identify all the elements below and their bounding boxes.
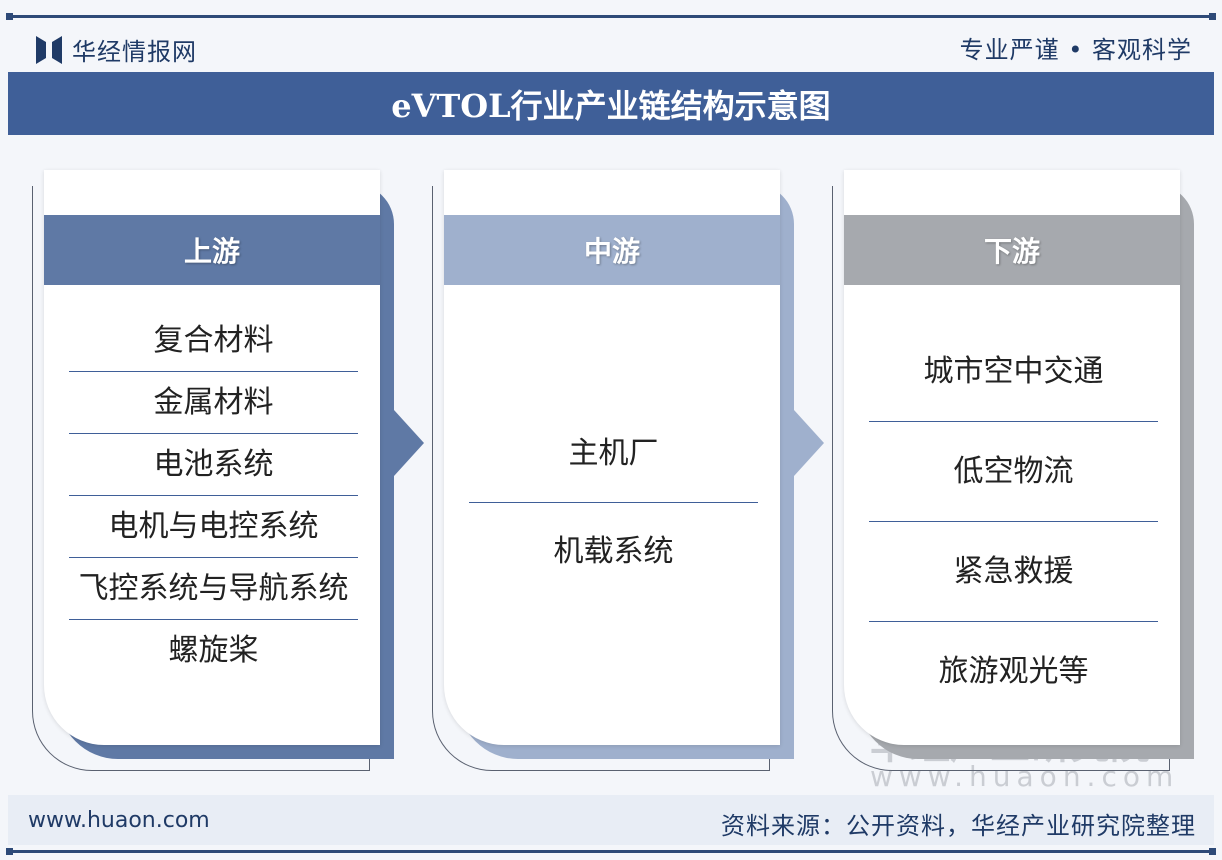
list-item: 旅游观光等 (938, 654, 1089, 689)
flow-arrow-icon (394, 410, 424, 476)
slogan: 专业严谨 • 客观科学 (959, 36, 1192, 64)
list-item: 主机厂 (469, 405, 758, 503)
column-downstream: 下游城市空中交通低空物流紧急救援旅游观光等 (832, 170, 1194, 771)
footer-website[interactable]: www.huaon.com (28, 808, 210, 833)
column-label: 下游 (983, 235, 1040, 268)
footer-source: 资料来源：公开资料，华经产业研究院整理 (721, 812, 1196, 840)
flow-arrow-icon (794, 410, 824, 476)
brand-name: 华经情报网 (72, 38, 197, 66)
list-item: 低空物流 (869, 422, 1158, 522)
list-item: 复合材料 (69, 310, 358, 372)
column-label: 中游 (583, 235, 640, 268)
bottom-divider (6, 848, 1216, 855)
column-label: 上游 (183, 235, 240, 268)
column-upstream: 上游复合材料金属材料电池系统电机与电控系统飞控系统与导航系统螺旋桨 (32, 170, 394, 771)
column-header: 上游 (44, 215, 380, 285)
list-item: 机载系统 (553, 534, 674, 569)
logo-icon (36, 35, 62, 64)
list-item: 金属材料 (69, 372, 358, 434)
item-list: 主机厂机载系统 (469, 405, 758, 600)
item-list: 城市空中交通低空物流紧急救援旅游观光等 (869, 322, 1158, 721)
column-header: 中游 (444, 215, 780, 285)
list-item: 紧急救援 (869, 522, 1158, 622)
page-title: eVTOL行业产业链结构示意图 (8, 72, 1214, 135)
brand-logo: 华经情报网 (36, 32, 197, 67)
item-list: 复合材料金属材料电池系统电机与电控系统飞控系统与导航系统螺旋桨 (69, 310, 358, 681)
column-header: 下游 (844, 215, 1180, 285)
list-item: 电池系统 (69, 434, 358, 496)
list-item: 飞控系统与导航系统 (69, 558, 358, 620)
list-item: 螺旋桨 (168, 633, 259, 668)
list-item: 电机与电控系统 (69, 496, 358, 558)
footer-band (8, 795, 1214, 845)
column-midstream: 中游主机厂机载系统 (432, 170, 794, 771)
list-item: 城市空中交通 (869, 322, 1158, 422)
top-divider (6, 13, 1216, 20)
